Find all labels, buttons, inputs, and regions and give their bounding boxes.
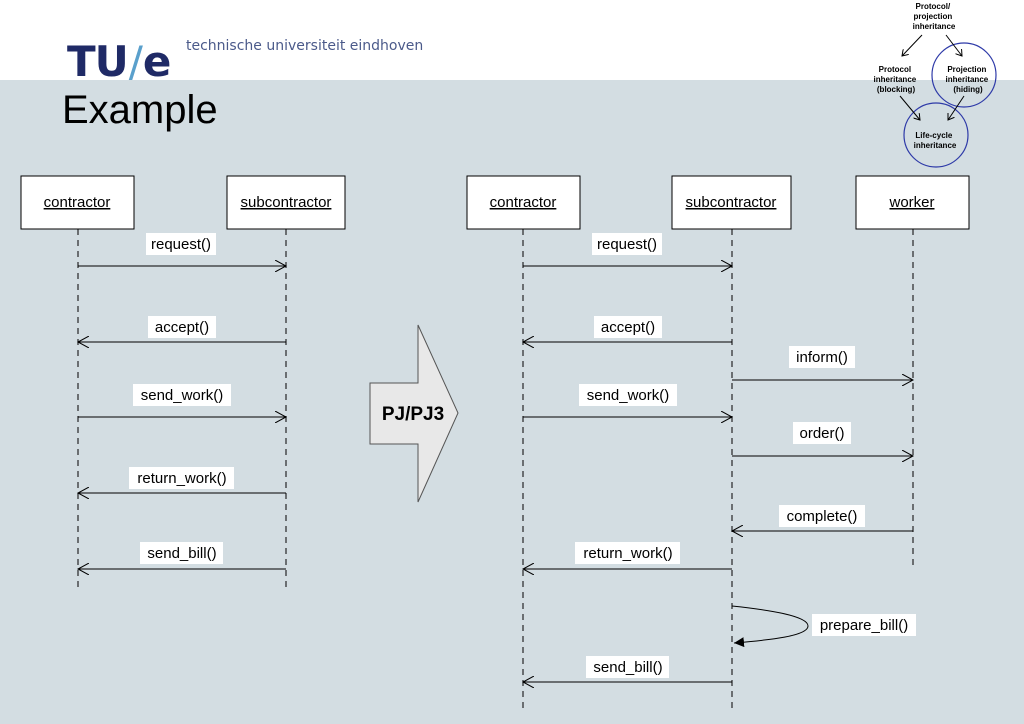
inheritance-right-node: Projection inheritance (hiding) (946, 65, 991, 94)
inh-bottom-1: Life-cycle (915, 131, 952, 140)
left-message-send-work: send_work() (78, 384, 286, 417)
right-message-prepare-bill: prepare_bill() (731, 605, 916, 648)
right-message-return-work: return_work() (523, 542, 732, 569)
left-message-accept: accept() (78, 316, 286, 342)
transform-label: PJ/PJ3 (382, 404, 444, 425)
left-message-send-work-label: send_work() (141, 387, 224, 404)
inh-right-3: (hiding) (953, 85, 983, 94)
left-actor-subcontractor: subcontractor (226, 175, 346, 230)
inh-top-3: inheritance (913, 22, 956, 31)
left-message-return-work: return_work() (78, 467, 286, 493)
inh-left-2: inheritance (874, 75, 917, 84)
logo-e: e (142, 37, 171, 86)
right-message-order: order() (732, 422, 913, 456)
inh-top-2: projection (914, 12, 953, 21)
lifecycle-circle (903, 102, 969, 168)
logo-slash: / (128, 37, 143, 86)
right-message-send-bill: send_bill() (523, 656, 732, 682)
right-message-return-work-label: return_work() (583, 545, 672, 562)
inh-right-1: Projection (947, 65, 986, 74)
right-message-send-work: send_work() (523, 384, 732, 417)
projection-circle (931, 42, 997, 108)
inh-bottom-2: inheritance (914, 141, 957, 150)
inh-left-1: Protocol (879, 65, 911, 74)
right-actor-subcontractor: subcontractor (671, 175, 792, 230)
inh-right-2: inheritance (946, 75, 989, 84)
right-message-inform: inform() (732, 346, 913, 380)
right-message-send-work-label: send_work() (587, 387, 670, 404)
right-message-accept: accept() (523, 316, 732, 342)
right-sequence-diagram: contractor subcontractor worker request(… (466, 175, 970, 712)
right-message-request-label: request() (597, 236, 657, 253)
left-message-request: request() (78, 233, 286, 266)
right-actor-worker: worker (855, 175, 970, 230)
left-actor-contractor: contractor (20, 175, 135, 230)
right-message-inform-label: inform() (796, 349, 848, 366)
slide-title: Example (62, 88, 218, 132)
left-actor-subcontractor-label: subcontractor (241, 194, 332, 211)
transform-arrow: PJ/PJ3 (369, 324, 459, 503)
right-actor-contractor-label: contractor (490, 194, 557, 211)
right-message-complete-label: complete() (787, 508, 858, 525)
right-actor-worker-label: worker (888, 194, 934, 211)
right-message-send-bill-label: send_bill() (593, 659, 662, 676)
right-message-complete: complete() (732, 505, 913, 531)
right-message-order-label: order() (799, 425, 844, 442)
left-message-return-work-label: return_work() (137, 470, 226, 487)
right-message-request: request() (523, 233, 732, 266)
left-message-request-label: request() (151, 236, 211, 253)
logo-tu: TU (67, 37, 129, 86)
left-actor-contractor-label: contractor (44, 194, 111, 211)
left-message-send-bill-label: send_bill() (147, 545, 216, 562)
right-message-prepare-bill-label: prepare_bill() (820, 617, 908, 634)
tue-logo: TU/e (67, 37, 171, 86)
right-actor-subcontractor-label: subcontractor (686, 194, 777, 211)
inh-left-3: (blocking) (877, 85, 916, 94)
left-message-accept-label: accept() (155, 319, 209, 336)
left-sequence-diagram: contractor subcontractor request() accep… (20, 175, 346, 592)
left-message-send-bill: send_bill() (78, 542, 286, 569)
right-actor-contractor: contractor (466, 175, 581, 230)
right-message-accept-label: accept() (601, 319, 655, 336)
inheritance-diagram: Protocol/ projection inheritance Protoco… (874, 2, 997, 168)
inheritance-bottom-node: Life-cycle inheritance (914, 131, 957, 150)
university-name: technische universiteit eindhoven (186, 38, 424, 54)
inh-top-1: Protocol/ (916, 2, 951, 11)
inheritance-top-node: Protocol/ projection inheritance (913, 2, 956, 31)
inheritance-left-node: Protocol inheritance (blocking) (874, 65, 919, 94)
